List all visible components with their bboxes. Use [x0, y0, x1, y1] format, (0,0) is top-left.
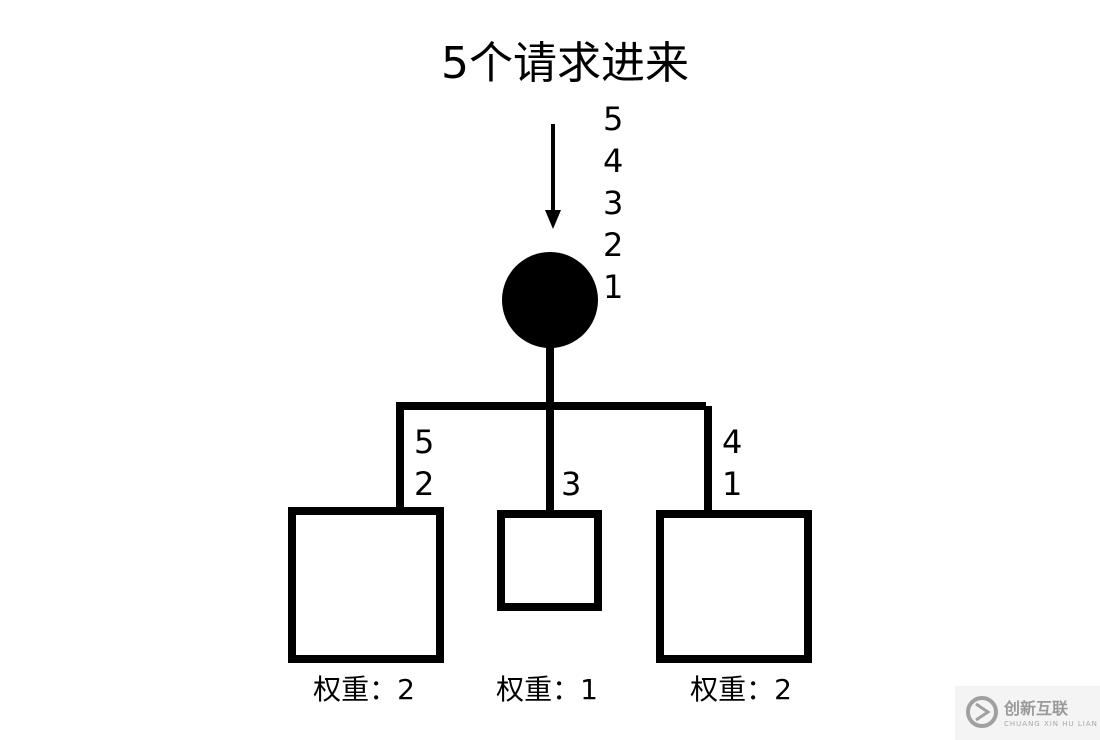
assigned-request: 1	[722, 465, 742, 503]
incoming-number: 3	[603, 184, 623, 222]
server-3-weight-label: 权重：2	[690, 673, 792, 706]
watermark-text-en: CHUANG XIN HU LIAN	[1004, 720, 1098, 728]
server-1-requests: 5 2	[414, 423, 434, 503]
server-1-weight-label: 权重：2	[313, 673, 415, 706]
watermark-text-cn: 创新互联	[1003, 699, 1068, 718]
watermark-logo-icon	[966, 696, 998, 728]
incoming-sequence: 5 4 3 2 1	[603, 100, 623, 306]
incoming-number: 4	[603, 142, 623, 180]
incoming-number: 2	[603, 226, 623, 264]
assigned-request: 4	[722, 423, 742, 461]
watermark: 创新互联 CHUANG XIN HU LIAN	[955, 686, 1100, 740]
connectors	[396, 340, 712, 512]
incoming-number: 1	[603, 268, 623, 306]
incoming-arrow-head	[545, 210, 561, 229]
server-3-requests: 4 1	[722, 423, 742, 503]
incoming-number: 5	[603, 100, 623, 138]
watermark-background	[955, 686, 1100, 740]
load-balancer-node	[502, 252, 598, 348]
assigned-request: 3	[561, 465, 581, 503]
server-box-2	[497, 510, 602, 611]
server-box-1	[288, 507, 444, 663]
server-2-weight-label: 权重：1	[496, 673, 598, 706]
diagram-title: 5个请求进来	[441, 38, 689, 89]
server-box-3	[656, 510, 812, 663]
assigned-request: 2	[414, 465, 434, 503]
assigned-request: 5	[414, 423, 434, 461]
server-2-requests: 3	[561, 465, 581, 503]
